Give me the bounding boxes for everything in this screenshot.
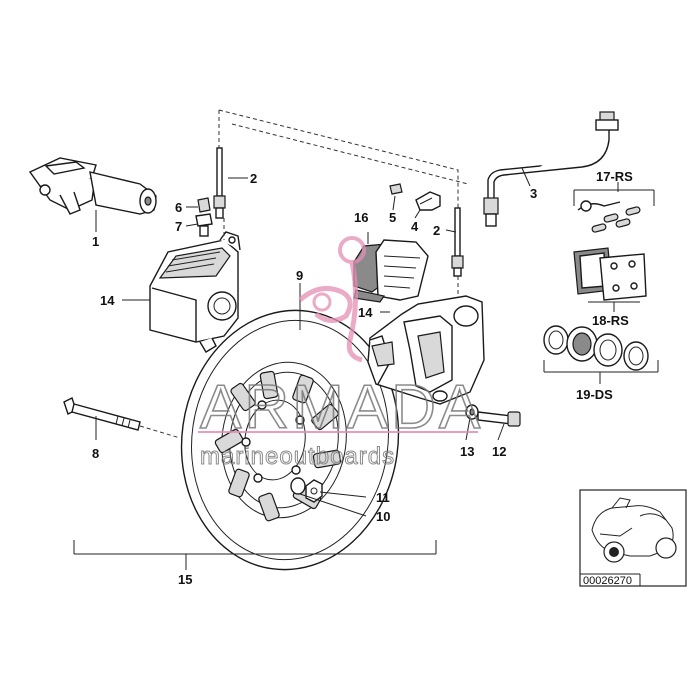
label-18-rs: 18-RS <box>592 313 629 328</box>
pin-5 <box>389 183 403 195</box>
washer-10 <box>290 477 306 495</box>
label-11: 11 <box>376 490 390 505</box>
motorcycle-icon <box>591 497 677 563</box>
pin-left <box>213 147 226 219</box>
label-9: 9 <box>296 268 303 283</box>
label-13: 13 <box>460 444 474 459</box>
nut-11 <box>305 479 323 503</box>
brake-disc <box>180 309 400 571</box>
brake-line <box>483 111 619 227</box>
reference-number: 00026270 <box>583 575 632 587</box>
reference-thumbnail: 00026270 <box>579 489 687 587</box>
seal-kit-19 <box>543 325 649 371</box>
assembly-guides <box>139 109 469 439</box>
label-5: 5 <box>389 210 396 225</box>
label-17-rs: 17-RS <box>596 169 633 184</box>
label-1: 1 <box>92 234 99 249</box>
bolt-12 <box>477 411 521 427</box>
caliper-left <box>149 231 241 353</box>
label-7: 7 <box>175 219 182 234</box>
label-19-ds: 19-DS <box>576 387 613 402</box>
label-6: 6 <box>175 200 182 215</box>
long-bolt-8 <box>63 397 141 431</box>
label-16: 16 <box>354 210 368 225</box>
armada-logo-icon <box>298 236 366 363</box>
label-14-right: 14 <box>358 305 373 320</box>
bleed-screw-7 <box>195 213 213 237</box>
watermark-tagline: marineoutboards <box>200 443 395 470</box>
label-3: 3 <box>530 186 537 201</box>
pad-set-18 <box>573 247 647 301</box>
master-cylinder <box>28 157 157 215</box>
leader-lines <box>73 167 659 570</box>
label-15: 15 <box>178 572 192 587</box>
washer-13 <box>465 404 479 420</box>
clip-4 <box>415 191 441 211</box>
label-10: 10 <box>376 509 390 524</box>
bleed-cap-6 <box>197 197 211 213</box>
pin-right <box>451 207 464 277</box>
label-2-right: 2 <box>433 223 440 238</box>
armada-watermark: ARMADA marineoutboards <box>198 236 481 471</box>
pad-hardware-kit-17 <box>577 200 641 233</box>
label-4: 4 <box>411 219 419 234</box>
part-labels: 1 2 2 3 4 5 6 7 8 9 10 11 12 13 14 14 15… <box>92 169 633 587</box>
label-12: 12 <box>492 444 506 459</box>
caliper-right <box>367 295 485 405</box>
label-14-left: 14 <box>100 293 115 308</box>
label-8: 8 <box>92 446 99 461</box>
label-2-left: 2 <box>250 171 257 186</box>
